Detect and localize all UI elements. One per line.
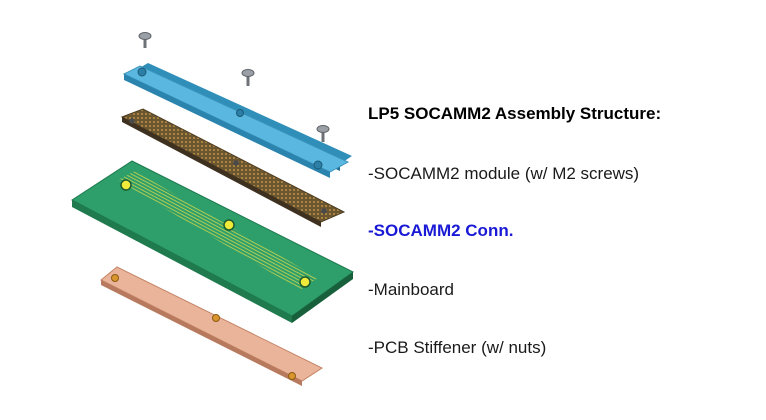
socamm2-module [122, 63, 352, 178]
mainboard [71, 160, 354, 323]
socamm2-connector [120, 108, 346, 227]
legend-item-socamm2-conn: -SOCAMM2 Conn. [368, 221, 514, 240]
m2-screw [316, 125, 330, 142]
legend-item-pcb-stiffener: -PCB Stiffener (w/ nuts) [368, 338, 547, 357]
pcb-stiffener [100, 266, 324, 386]
legend-item-socamm2-module: -SOCAMM2 module (w/ M2 screws) [368, 164, 640, 183]
m2-screw [241, 69, 255, 86]
diagram-title: LP5 SOCAMM2 Assembly Structure: [368, 104, 662, 123]
legend-item-mainboard: -Mainboard [368, 280, 454, 299]
m2-screw [138, 32, 152, 48]
